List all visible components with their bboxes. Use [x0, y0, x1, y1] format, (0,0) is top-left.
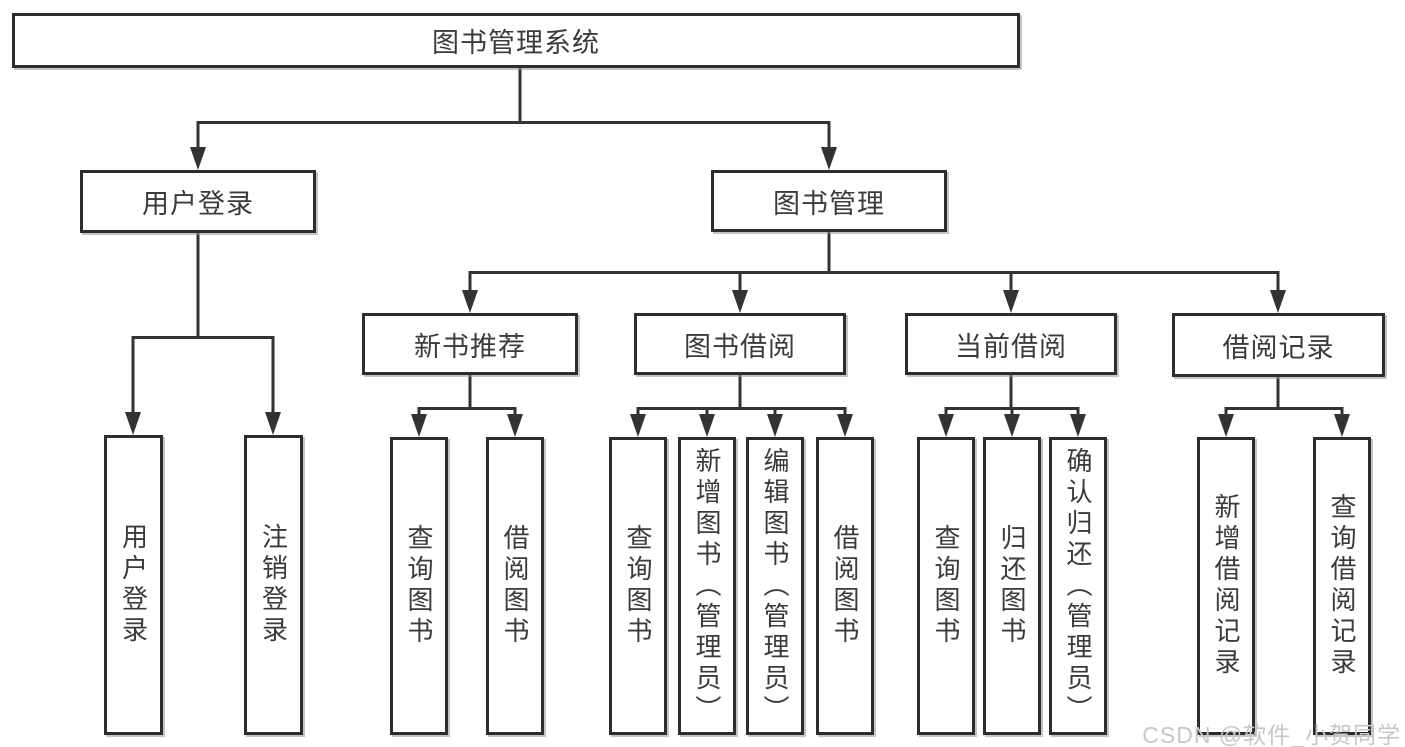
node-leaf-confirm-return-admin: 确认归还（管理员） — [1049, 437, 1107, 735]
node-label: 用户登录 — [142, 189, 254, 219]
node-label: 借阅图书 — [500, 524, 530, 648]
node-label: 编辑图书（管理员） — [760, 446, 790, 726]
node-leaf-edit-book-admin: 编辑图书（管理员） — [746, 437, 804, 735]
csdn-watermark: CSDN @软件_小贺同学 — [1142, 722, 1401, 747]
node-leaf-query-books-borrowing: 查询图书 — [609, 437, 667, 735]
node-label: 借阅记录 — [1222, 332, 1335, 363]
node-label: 查询图书 — [931, 524, 961, 648]
node-label: 查询借阅记录 — [1327, 493, 1357, 679]
node-leaf-borrow-books-recommend: 借阅图书 — [486, 437, 544, 735]
node-root-library-system: 图书管理系统 — [12, 13, 1020, 68]
node-book-borrowing: 图书借阅 — [634, 313, 846, 375]
node-label: 图书借阅 — [684, 331, 796, 362]
node-user-login-group: 用户登录 — [80, 170, 316, 233]
node-label: 查询图书 — [404, 524, 434, 648]
node-label: 归还图书 — [997, 524, 1027, 648]
node-label: 新增借阅记录 — [1211, 493, 1241, 679]
node-leaf-return-book: 归还图书 — [983, 437, 1041, 735]
arrowheads — [125, 147, 1350, 437]
node-label: 注销登录 — [258, 523, 289, 647]
node-leaf-add-borrow-record: 新增借阅记录 — [1197, 437, 1255, 735]
node-leaf-user-login: 用户登录 — [104, 435, 163, 735]
node-leaf-add-book-admin: 新增图书（管理员） — [678, 437, 736, 735]
node-new-book-recommend: 新书推荐 — [362, 313, 578, 375]
node-label: 图书管理系统 — [432, 28, 600, 58]
node-label: 借阅图书 — [830, 524, 860, 648]
node-label: 确认归还（管理员） — [1063, 446, 1093, 726]
node-leaf-logout: 注销登录 — [244, 435, 303, 735]
node-book-management-group: 图书管理 — [711, 170, 947, 232]
node-current-borrowing: 当前借阅 — [905, 313, 1117, 375]
node-label: 用户登录 — [118, 523, 149, 647]
node-leaf-query-books-recommend: 查询图书 — [390, 437, 448, 735]
node-label: 当前借阅 — [955, 331, 1067, 362]
node-label: 图书管理 — [773, 188, 885, 219]
node-label: 新增图书（管理员） — [692, 446, 722, 726]
node-label: 新书推荐 — [414, 331, 526, 362]
node-label: 查询图书 — [623, 524, 653, 648]
node-borrowing-records: 借阅记录 — [1172, 313, 1385, 377]
node-leaf-query-borrow-record: 查询借阅记录 — [1313, 437, 1371, 735]
node-leaf-borrow-books-borrowing: 借阅图书 — [816, 437, 874, 735]
node-leaf-query-books-current: 查询图书 — [917, 437, 975, 735]
